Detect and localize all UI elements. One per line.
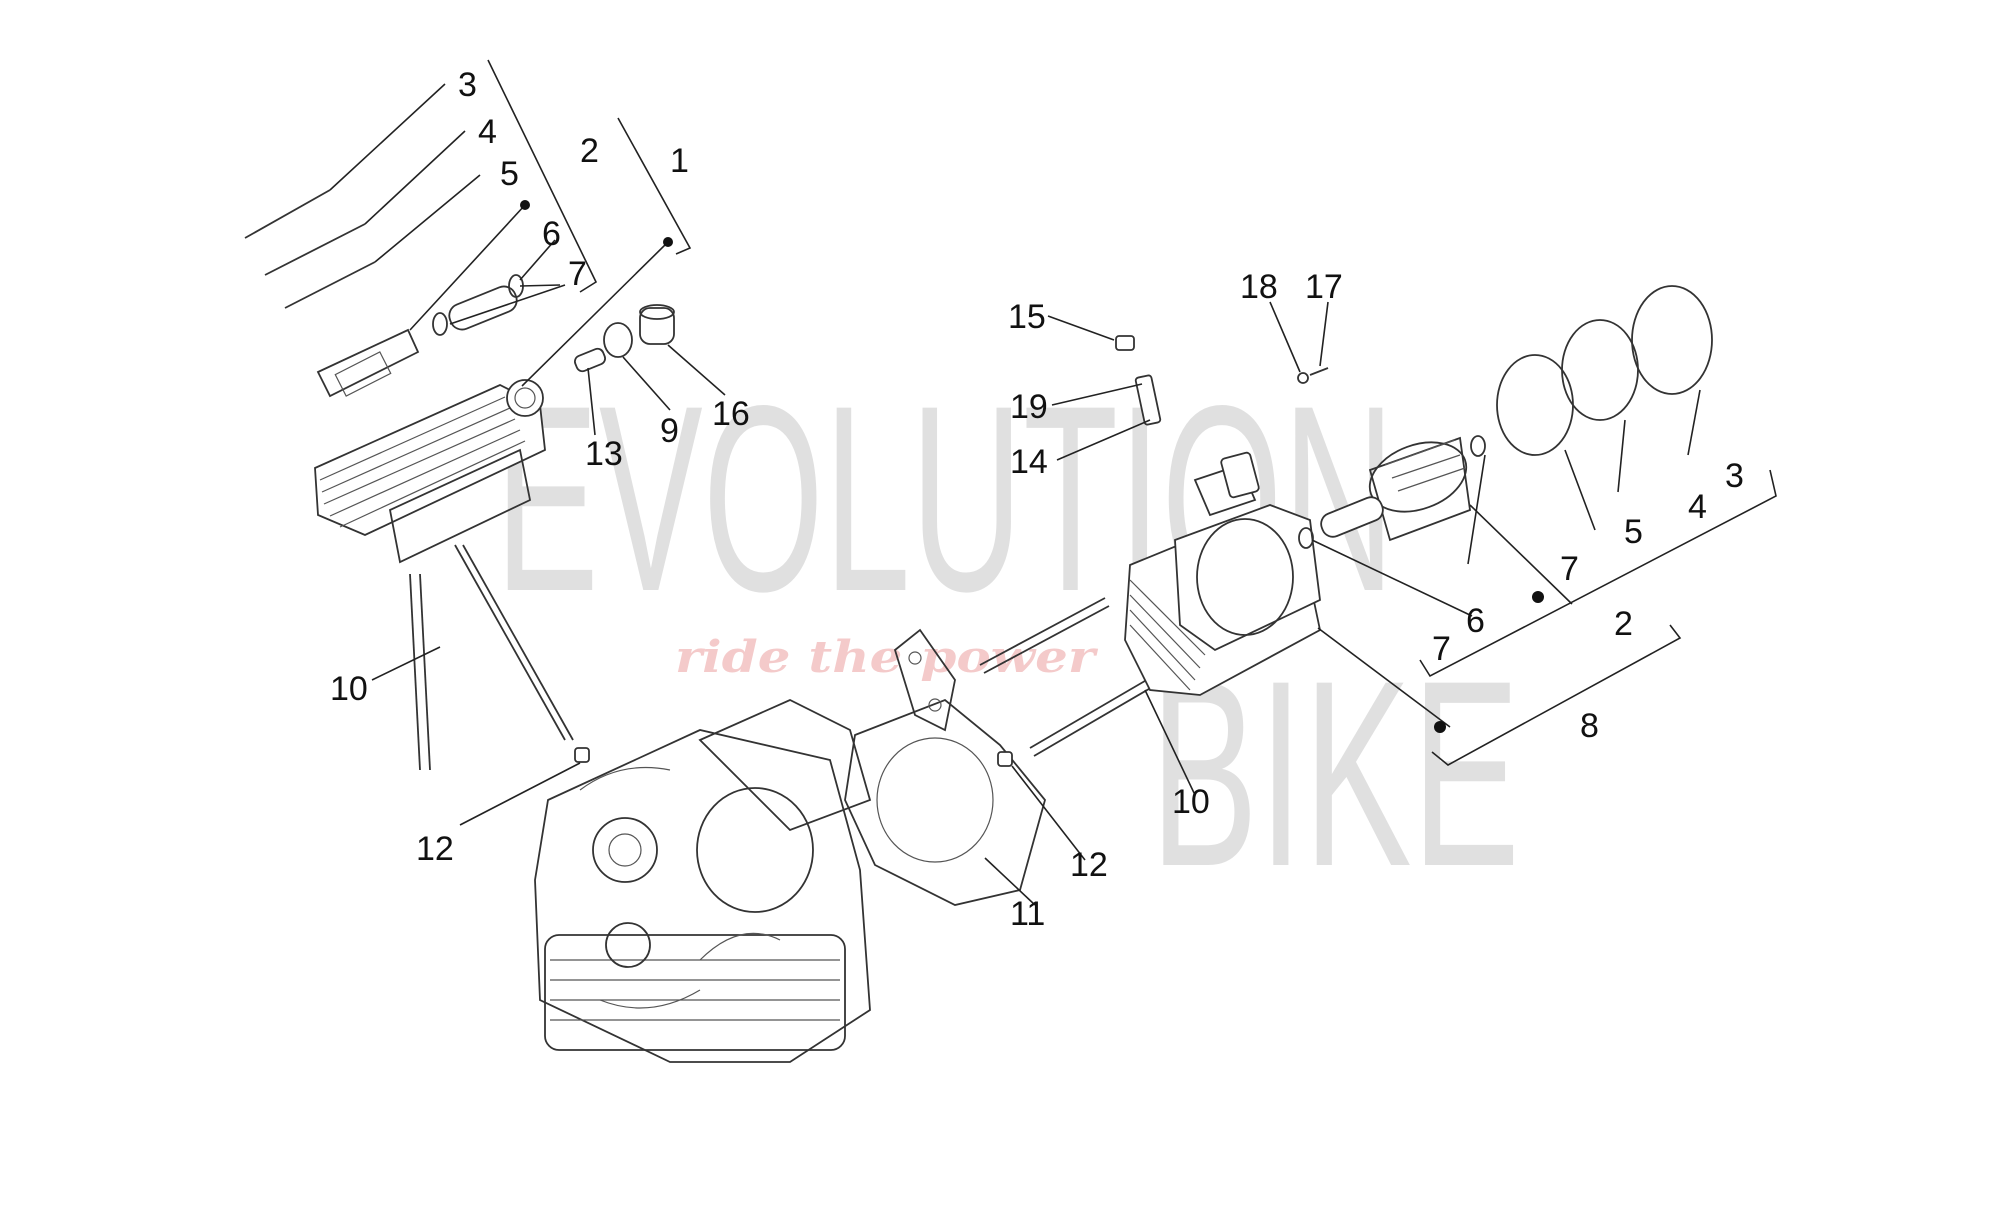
callout-right-12: 12 [1070,846,1108,884]
callout-right-15: 15 [1008,298,1046,336]
callout-right-5: 5 [1624,513,1643,551]
part-19-14-shape [1134,374,1162,426]
group-bracket-2-right [1419,469,1777,678]
right-piston-group [1298,285,1713,549]
callout-right-3: 3 [1725,457,1744,495]
callout-left-7: 7 [568,255,587,293]
callout-right-18: 18 [1240,268,1278,306]
callout-right-19: 19 [1010,388,1048,426]
left-studs [409,544,590,771]
left-small-parts [574,304,675,373]
group-bracket-1-left [617,117,692,255]
part-18-shape [1297,372,1309,384]
dot-right-7 [1532,591,1544,603]
ring-oil-line [284,261,376,309]
callout-numbers: 3 4 2 1 5 6 7 13 9 16 10 12 18 17 15 19 … [330,66,1744,933]
callout-left-1: 1 [670,142,689,180]
ring-middle-line [264,223,366,276]
callout-right-6: 6 [1466,602,1485,640]
dot-left-1 [663,237,673,247]
callout-left-12: 12 [416,830,454,868]
left-cylinder-block [314,379,546,564]
callout-left-4: 4 [478,113,497,151]
callout-left-5: 5 [500,155,519,193]
leader-lines [329,83,1777,906]
left-piston-pin [432,274,524,336]
left-piston [316,328,420,398]
dot-right-8 [1434,721,1446,733]
callout-right-7a: 7 [1560,550,1579,588]
group-bracket-8-right [1431,624,1682,766]
callout-right-7b: 7 [1432,630,1451,668]
callout-left-2: 2 [580,132,599,170]
callout-right-10: 10 [1172,783,1210,821]
right-studs [979,597,1155,767]
callout-center-11: 11 [1010,895,1045,933]
callout-left-16: 16 [712,395,750,433]
callout-left-13: 13 [585,435,623,473]
group-bracket-2-left [487,59,598,293]
right-ring-4 [1561,319,1639,421]
engine-crankcase [534,699,872,1063]
reference-dots [520,200,1544,733]
callout-right-4: 4 [1688,488,1707,526]
callout-right-8: 8 [1580,707,1599,745]
callout-left-9: 9 [660,412,679,450]
cylinder-base-gasket [844,628,1046,906]
watermark-tagline: ride the power [675,632,1098,683]
callout-left-6: 6 [542,215,561,253]
right-ring-3 [1631,285,1713,395]
part-15-shape [1115,335,1135,351]
ring-top-line [244,189,331,239]
part-17-shape [1309,367,1329,376]
callout-right-14: 14 [1010,443,1048,481]
callout-right-17: 17 [1305,268,1343,306]
callout-left-3: 3 [458,66,477,104]
right-cylinder [1115,335,1329,696]
callout-right-2: 2 [1614,605,1633,643]
dot-left-5 [520,200,530,210]
callout-left-10: 10 [330,670,368,708]
left-cylinder-assembly [244,59,692,771]
